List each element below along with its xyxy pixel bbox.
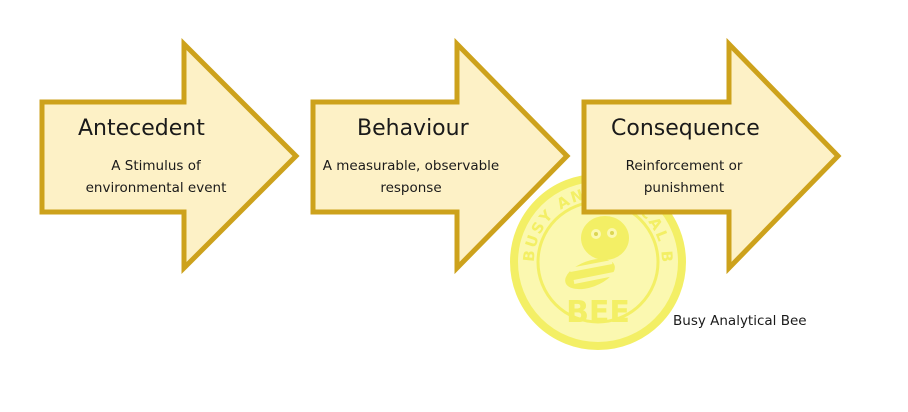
bee-mascot-icon [565, 216, 629, 290]
seal-bee-text: BEE [566, 295, 630, 330]
consequence-description-line1: Reinforcement or [625, 158, 743, 174]
antecedent-title: Antecedent [78, 116, 205, 141]
behaviour-title: Behaviour [357, 116, 469, 141]
consequence-arrow [581, 37, 842, 275]
antecedent-description-line1: A Stimulus of [111, 158, 201, 174]
antecedent-description-line2: environmental event [85, 180, 227, 196]
watermark-caption: Busy Analytical Bee [673, 313, 807, 329]
consequence-title: Consequence [611, 116, 760, 141]
behaviour-description-line2: response [380, 180, 442, 196]
consequence-description-line2: punishment [643, 180, 725, 196]
behaviour-arrow [310, 37, 571, 275]
antecedent-arrow [39, 37, 300, 275]
behaviour-description-line1: A measurable, observable [322, 158, 500, 174]
